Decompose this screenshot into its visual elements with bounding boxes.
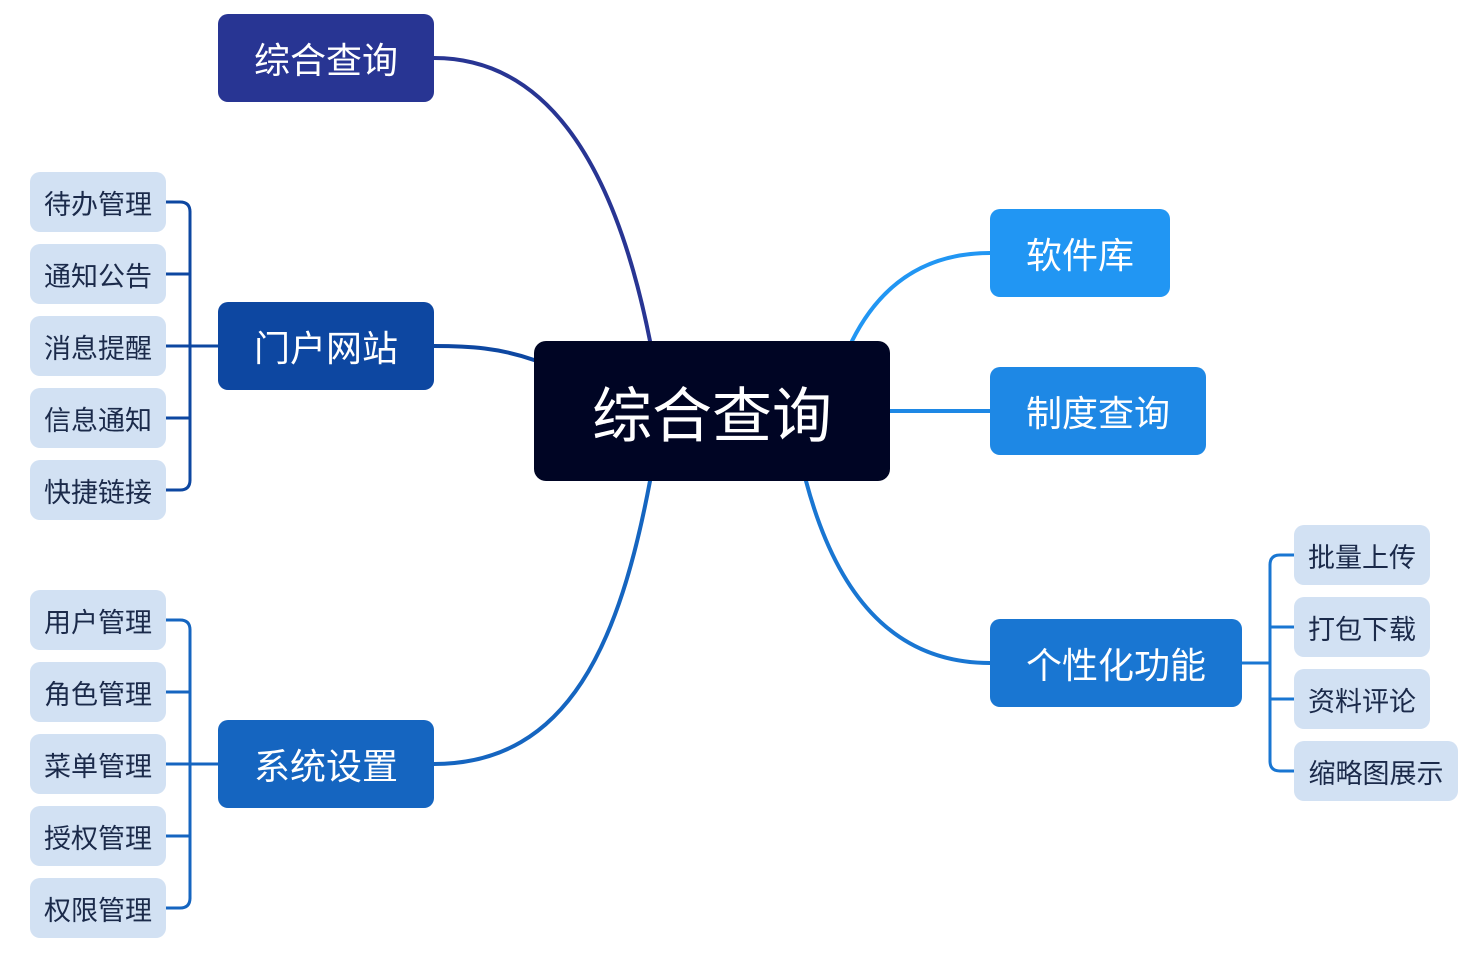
link-root-ruanjian xyxy=(850,251,992,343)
bracket-menhu xyxy=(164,200,220,492)
branch-system-settings[interactable]: 系统设置 xyxy=(218,720,434,808)
branch-zonghe-query[interactable]: 综合查询 xyxy=(218,14,434,102)
bracket-gexing xyxy=(1240,553,1296,773)
branch-personalization[interactable]: 个性化功能 xyxy=(990,619,1242,707)
link-root-zonghe xyxy=(432,56,652,343)
link-root-menhu xyxy=(432,344,536,362)
leaf-package-download[interactable]: 打包下载 xyxy=(1294,597,1430,657)
leaf-batch-upload[interactable]: 批量上传 xyxy=(1294,525,1430,585)
leaf-notice-announcement[interactable]: 通知公告 xyxy=(30,244,166,304)
leaf-menu-management[interactable]: 菜单管理 xyxy=(30,734,166,794)
leaf-authorization-management[interactable]: 授权管理 xyxy=(30,806,166,866)
root-node[interactable]: 综合查询 xyxy=(534,341,890,481)
leaf-thumbnail-display[interactable]: 缩略图展示 xyxy=(1294,741,1458,801)
branch-policy-query[interactable]: 制度查询 xyxy=(990,367,1206,455)
branch-software-library[interactable]: 软件库 xyxy=(990,209,1170,297)
branch-portal-site[interactable]: 门户网站 xyxy=(218,302,434,390)
leaf-quick-links[interactable]: 快捷链接 xyxy=(30,460,166,520)
bracket-xitong xyxy=(164,618,220,910)
leaf-user-management[interactable]: 用户管理 xyxy=(30,590,166,650)
leaf-role-management[interactable]: 角色管理 xyxy=(30,662,166,722)
leaf-document-comments[interactable]: 资料评论 xyxy=(1294,669,1430,729)
leaf-info-notification[interactable]: 信息通知 xyxy=(30,388,166,448)
link-root-gexing xyxy=(804,479,992,665)
leaf-message-reminder[interactable]: 消息提醒 xyxy=(30,316,166,376)
leaf-todo-management[interactable]: 待办管理 xyxy=(30,172,166,232)
link-root-xitong xyxy=(432,479,652,766)
leaf-permission-management[interactable]: 权限管理 xyxy=(30,878,166,938)
